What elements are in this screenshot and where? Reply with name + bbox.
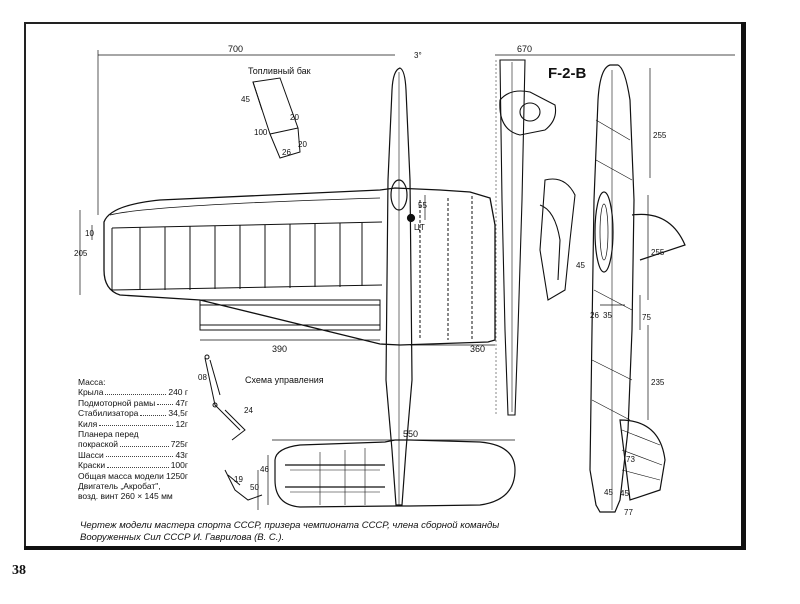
fuel-tank-sketch <box>252 77 301 159</box>
dim-fin-d: 73 <box>626 455 635 464</box>
model-name: F-2-В <box>548 65 586 82</box>
dim-wing-chord: 205 <box>74 249 88 258</box>
stabilizer-plan <box>274 439 516 508</box>
dim-fin-c: 26 <box>590 311 599 320</box>
dim-fuselage-length: 670 <box>517 44 532 54</box>
dim-stab-h2: 50 <box>250 483 259 492</box>
dim-fin-f: 77 <box>624 508 633 517</box>
drawing-frame <box>24 22 745 550</box>
dim-wing-thickness: 10 <box>85 229 94 238</box>
wing-plan <box>103 187 496 346</box>
dim-24: 24 <box>244 406 253 415</box>
mass-row: Планера перед <box>78 429 139 440</box>
dim-fin-b: 35 <box>603 311 612 320</box>
dim-stab-h1: 46 <box>260 465 269 474</box>
dim-aileron-length: 390 <box>272 344 287 354</box>
dim-fuse-h2: 255 <box>651 248 665 257</box>
dim-cg-position: 55 <box>418 201 427 210</box>
dim-tank-a: 20 <box>290 113 299 122</box>
dim-tank-width: 100 <box>254 128 268 137</box>
control-scheme <box>204 354 263 501</box>
fuel-tank-label: Топливный бак <box>248 66 311 76</box>
dim-08: 08 <box>198 373 207 382</box>
dim-45b: 45 <box>604 488 613 497</box>
cg-label: ЦТ <box>414 223 425 232</box>
engine-spec: Двигатель „Акробат", <box>78 481 161 492</box>
fuselage-side <box>495 59 526 416</box>
dim-wingspan: 700 <box>228 44 243 54</box>
dim-tank-c: 20 <box>298 140 307 149</box>
fuselage-top <box>385 67 416 506</box>
dim-tank-b: 26 <box>282 148 291 157</box>
dim-fin-e: 45 <box>620 489 629 498</box>
figure-caption: Чертеж модели мастера спорта СССР, призе… <box>80 520 500 543</box>
mass-title: Масса: <box>78 377 106 387</box>
fuselage-side-detailed <box>589 64 686 513</box>
dim-tank-height: 45 <box>241 95 250 104</box>
propeller-spec: возд. винт 260 × 145 мм <box>78 491 173 502</box>
dim-fin-a: 45 <box>576 261 585 270</box>
dim-19: 19 <box>234 475 243 484</box>
dim-tail-moment: 360 <box>470 344 485 354</box>
engine-mount <box>499 90 576 301</box>
control-scheme-label: Схема управления <box>245 375 324 385</box>
frame-bottom-border <box>24 546 746 550</box>
dim-fuse-h1: 255 <box>653 131 667 140</box>
page-number: 38 <box>12 563 26 578</box>
dim-stab-span: 550 <box>403 429 418 439</box>
frame-right-border <box>741 22 746 550</box>
dim-angle: 3° <box>414 51 422 60</box>
dimension-lines <box>79 50 735 510</box>
dim-fuse-h3: 235 <box>651 378 665 387</box>
dim-fuse-h4: 75 <box>642 313 651 322</box>
